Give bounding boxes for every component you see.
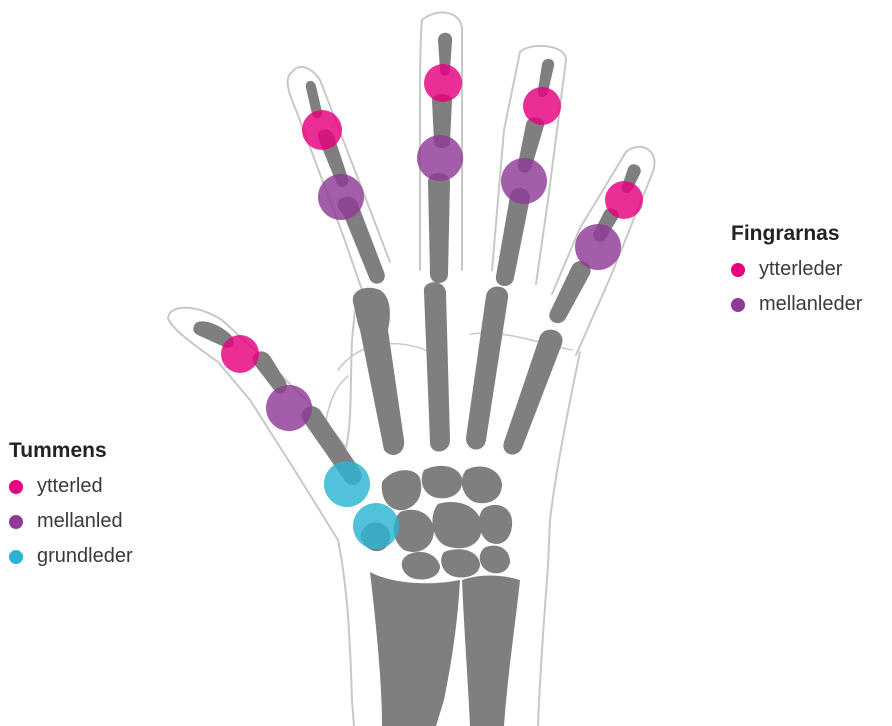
legend-dot	[9, 515, 23, 529]
carpal-bone	[479, 505, 512, 544]
carpal-bone	[402, 552, 440, 580]
legend-item-finger-middle: mellanleder	[731, 287, 862, 322]
legend-label: grundleder	[37, 545, 133, 568]
little-finger-metacarpal	[353, 288, 404, 455]
thumb-legend-title: Tummens	[9, 439, 133, 463]
thumb-base-joint-marker	[353, 503, 399, 549]
finger-outer-joint-marker	[523, 87, 561, 125]
index-finger-proximal	[549, 261, 590, 323]
legend-dot	[9, 550, 23, 564]
legend-item-thumb-middle: mellanled	[9, 504, 133, 539]
carpal-bone	[480, 546, 510, 574]
thumb-base-joint-marker	[324, 461, 370, 507]
carpal-bone	[422, 466, 463, 498]
thumb-outer-joint-marker	[221, 335, 259, 373]
finger-middle-joint-marker	[318, 174, 364, 220]
legend-item-thumb-base: grundleder	[9, 539, 133, 574]
ring-finger-proximal	[428, 173, 450, 283]
radius-bone	[370, 572, 460, 726]
carpal-bone	[462, 466, 502, 503]
legend-label: mellanleder	[759, 293, 862, 316]
legend-label: mellanled	[37, 510, 123, 533]
finger-middle-joint-marker	[501, 158, 547, 204]
fingers-legend: Fingrarnas ytterleder mellanleder	[731, 222, 862, 322]
legend-label: ytterleder	[759, 258, 842, 281]
legend-dot	[9, 480, 23, 494]
thumb-legend: Tummens ytterled mellanled grundleder	[9, 439, 133, 574]
fingers-legend-title: Fingrarnas	[731, 222, 862, 246]
legend-dot	[731, 298, 745, 312]
ring-finger-metacarpal	[424, 282, 450, 451]
index-finger-metacarpal	[503, 330, 562, 455]
carpal-bone	[382, 470, 421, 510]
legend-dot	[731, 263, 745, 277]
ulna-bone	[462, 576, 520, 726]
carpal-bone	[394, 510, 434, 552]
thumb-middle-joint-marker	[266, 385, 312, 431]
finger-middle-joint-marker	[575, 224, 621, 270]
finger-outer-joint-marker	[605, 181, 643, 219]
middle-finger-metacarpal	[466, 286, 508, 449]
legend-label: ytterled	[37, 475, 103, 498]
finger-middle-joint-marker	[417, 135, 463, 181]
legend-item-finger-outer: ytterleder	[731, 252, 862, 287]
carpal-bone	[432, 502, 482, 548]
finger-outer-joint-marker	[302, 110, 342, 150]
finger-outer-joint-marker	[424, 64, 462, 102]
legend-item-thumb-outer: ytterled	[9, 469, 133, 504]
carpal-bone	[441, 549, 480, 577]
